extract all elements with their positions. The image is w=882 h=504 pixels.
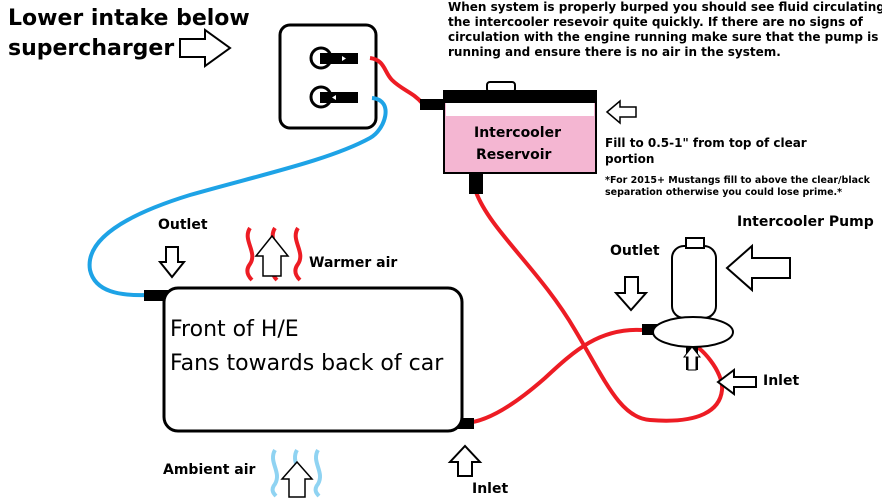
- reservoir-outlet-fitting: [469, 170, 483, 194]
- ambient-air-label: Ambient air: [163, 462, 256, 478]
- hose-intake-to-he-outlet: [87, 96, 388, 298]
- fill-label-line-1: Fill to 0.5-1" from top of clear: [605, 136, 807, 150]
- arrow-left-fill: [605, 99, 637, 125]
- intake-fitting-bottom: [320, 92, 358, 103]
- pump-motor: [671, 245, 717, 319]
- fill-label: Fill to 0.5-1" from top of clear portion: [605, 135, 807, 167]
- he-inlet-label: Inlet: [472, 481, 509, 497]
- lower-intake-label: Lower intake below supercharger: [8, 4, 250, 64]
- he-outlet-label: Outlet: [158, 217, 208, 233]
- arrow-left-pump: [725, 243, 791, 293]
- pump-label: Intercooler Pump: [737, 214, 874, 230]
- arrow-left-pump-inlet: [716, 368, 757, 396]
- reservoir-inlet-fitting: [420, 99, 444, 110]
- arrow-up-ambient-air: [280, 460, 314, 498]
- pump-inlet-label: Inlet: [763, 373, 800, 389]
- mustang-note: *For 2015+ Mustangs fill to above the cl…: [605, 175, 870, 199]
- fill-label-line-2: portion: [605, 152, 655, 166]
- burp-note-line-2: the intercooler resevoir quite quickly. …: [448, 15, 863, 29]
- hose-intake-to-reservoir: [369, 56, 424, 105]
- burp-note: When system is properly burped you shoul…: [448, 0, 882, 60]
- hose-pump-to-he-inlet: [464, 327, 643, 425]
- heat-exchanger: [162, 286, 464, 433]
- burp-note-line-3: circulation with the engine running make…: [448, 30, 879, 44]
- he-description: Front of H/E Fans towards back of car: [170, 313, 443, 381]
- arrow-up-warmer-air: [254, 234, 290, 277]
- arrow-up-pump-inlet: [682, 346, 702, 371]
- burp-note-line-4: running and ensure there is no air in th…: [448, 45, 781, 59]
- reservoir-clear-band: [446, 103, 594, 116]
- he-description-line-1: Front of H/E: [170, 317, 299, 342]
- ambient-air-wave-3: [313, 448, 322, 498]
- ambient-air-wave-1: [270, 448, 279, 498]
- lower-intake-line-1: Lower intake below: [8, 6, 250, 31]
- he-outlet-fitting: [144, 290, 174, 301]
- burp-note-line-1: When system is properly burped you shoul…: [448, 0, 882, 14]
- lower-intake-line-2: supercharger: [8, 36, 175, 61]
- warm-air-wave-3: [293, 226, 303, 282]
- he-description-line-2: Fans towards back of car: [170, 351, 444, 376]
- pump-head: [652, 316, 734, 348]
- reservoir-label-line-1: Intercooler: [474, 125, 562, 141]
- reservoir-label-line-2: Reservoir: [476, 147, 552, 163]
- arrow-down-pump-outlet: [613, 276, 649, 312]
- reservoir-top-band: [444, 91, 596, 103]
- arrow-down-he-outlet: [157, 246, 187, 279]
- arrow-right-lower-intake: [179, 28, 232, 68]
- lower-intake-block: [278, 23, 378, 130]
- arrow-up-he-inlet: [447, 444, 483, 477]
- warmer-air-label: Warmer air: [309, 255, 398, 271]
- mustang-note-line-1: *For 2015+ Mustangs fill to above the cl…: [605, 175, 870, 186]
- reservoir-label: Intercooler Reservoir: [474, 122, 561, 166]
- mustang-note-line-2: separation otherwise you could lose prim…: [605, 187, 843, 198]
- intake-fitting-top: [320, 53, 358, 64]
- warm-air-wave-1: [245, 226, 255, 282]
- pump-outlet-label: Outlet: [610, 243, 660, 259]
